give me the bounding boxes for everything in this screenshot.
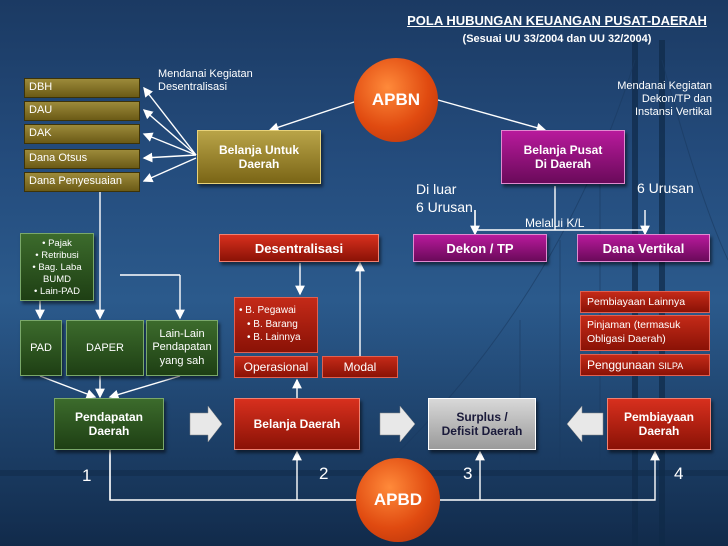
pembiayaan-lainnya-box: Pembiayaan Lainnya (580, 291, 710, 313)
page-subtitle: (Sesuai UU 33/2004 dan UU 32/2004) (462, 33, 652, 45)
source-dana-otsus: Dana Otsus (24, 149, 140, 169)
belanja-items-box: • B. Pegawai • B. Barang • B. Lainnya (234, 297, 318, 353)
pembiayaan-daerah-box: Pembiayaan Daerah (607, 398, 711, 450)
step-number-1: 1 (82, 466, 92, 485)
belanja-pusat-di-daerah: Belanja Pusat Di Daerah (501, 130, 625, 184)
belanja-item: • B. Pegawai (239, 305, 296, 316)
source-dau: DAU (24, 101, 140, 121)
belanja-item: • B. Barang (247, 318, 298, 330)
note-mendanai-dekon: Mendanai Kegiatan Dekon/TP dan Instansi … (617, 80, 712, 119)
pad-box: PAD (20, 320, 62, 376)
step-number-2: 2 (319, 464, 329, 483)
source-dak: DAK (24, 124, 140, 144)
apbn-circle: APBN (354, 58, 438, 142)
belanja-untuk-daerah: Belanja Untuk Daerah (197, 130, 321, 184)
label-6-urusan: 6 Urusan (637, 180, 694, 196)
penggunaan-silpa-box: Penggunaan SILPA (580, 354, 710, 376)
lain-lain-pendapatan-box: Lain-Lain Pendapatan yang sah (146, 320, 218, 376)
apbd-circle: APBD (356, 458, 440, 542)
pad-items-box: • Pajak • Retribusi • Bag. Laba BUMD • L… (20, 233, 94, 301)
step-number-4: 4 (674, 464, 684, 483)
note-mendanai-desentralisasi: Mendanai Kegiatan Desentralisasi (158, 68, 253, 94)
pad-item: • Pajak (42, 238, 72, 249)
operasional-box: Operasional (234, 356, 318, 378)
label-di-luar-6-urusan: Di luar 6 Urusan (416, 181, 473, 216)
page-title: POLA HUBUNGAN KEUANGAN PUSAT-DAERAH (407, 13, 707, 28)
source-dbh: DBH (24, 78, 140, 98)
pad-item: • Retribusi (35, 249, 79, 261)
pendapatan-daerah-box: Pendapatan Daerah (54, 398, 164, 450)
belanja-item: • B. Lainnya (247, 332, 301, 343)
modal-box: Modal (322, 356, 398, 378)
pad-item: • Lain-PAD (34, 285, 80, 297)
label-melalui-kl: Melalui K/L (525, 216, 585, 230)
desentralisasi-box: Desentralisasi (219, 234, 379, 262)
source-dana-penyesuaian: Dana Penyesuaian (24, 172, 140, 192)
dekon-tp-box: Dekon / TP (413, 234, 547, 262)
pad-item: • Bag. Laba BUMD (32, 261, 82, 285)
dana-vertikal-box: Dana Vertikal (577, 234, 710, 262)
daper-box: DAPER (66, 320, 144, 376)
belanja-daerah-box: Belanja Daerah (234, 398, 360, 450)
pinjaman-box: Pinjaman (termasuk Obligasi Daerah) (580, 315, 710, 351)
surplus-defisit-box: Surplus / Defisit Daerah (428, 398, 536, 450)
step-number-3: 3 (463, 464, 473, 483)
